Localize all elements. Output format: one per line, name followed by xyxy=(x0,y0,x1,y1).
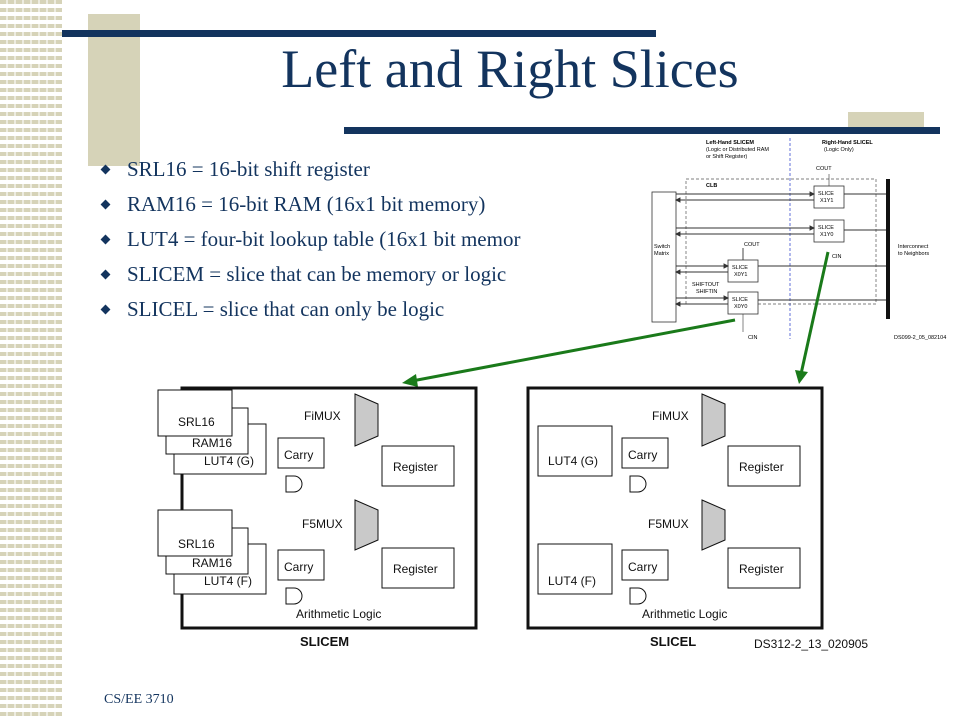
slice-x1y0-label: SLICE xyxy=(818,225,834,231)
carry-label-bottom-slicel: Carry xyxy=(628,560,657,574)
arith-label-slicem: Arithmetic Logic xyxy=(296,607,381,621)
srl16-g-label: SRL16 xyxy=(178,415,215,429)
carry-label-top-slicem: Carry xyxy=(284,448,313,462)
clb-figure-bg xyxy=(646,134,960,344)
register-box-top-slicem xyxy=(381,445,455,487)
srl16-f-box xyxy=(157,509,233,557)
slicem-label: SLICEM xyxy=(300,634,349,649)
lut4-g-box-slicel xyxy=(537,425,613,477)
register-box-top-slicel xyxy=(727,445,801,487)
carry-label-bottom-slicem: Carry xyxy=(284,560,313,574)
clb-label: CLB xyxy=(706,183,717,189)
neighbors-label: to Neighbors xyxy=(898,251,929,257)
slice-x0y0-coord: X0Y0 xyxy=(734,304,747,310)
bullet-text: SLICEM = slice that can be memory or log… xyxy=(127,262,507,286)
arrow-to-slicem xyxy=(411,318,736,383)
ram16-f-label: RAM16 xyxy=(192,556,232,570)
bullet-text: RAM16 = 16-bit RAM (16x1 bit memory) xyxy=(127,192,486,216)
left-hand-sub1: (Logic or Distributed RAM xyxy=(706,147,769,153)
fimux-shape-slicem xyxy=(354,393,379,447)
shiftout-label: SHIFTOUT xyxy=(692,282,720,288)
arrowhead-slicem xyxy=(402,374,418,387)
top-accent-bar xyxy=(62,30,656,37)
lut4-g-label-slicel: LUT4 (G) xyxy=(548,454,598,468)
bullet-list: SRL16 = 16-bit shift register RAM16 = 16… xyxy=(100,152,520,327)
srl16-g-box xyxy=(157,389,233,437)
fimux-shape-slicel xyxy=(701,393,726,447)
decorative-stripes xyxy=(0,0,62,720)
tan-block-top xyxy=(88,14,140,166)
right-hand-heading: Right-Hand SLICEL xyxy=(822,140,873,146)
f5mux-label-slicem: F5MUX xyxy=(302,517,343,531)
register-label-bottom-slicel: Register xyxy=(739,562,784,576)
slice-x1y1-coord: X1Y1 xyxy=(820,198,833,204)
slice-x0y1-label: SLICE xyxy=(732,265,748,271)
lut4-g-label-slicem: LUT4 (G) xyxy=(204,454,254,468)
slice-x0y1-coord: X0Y1 xyxy=(734,272,747,278)
lut4-f-box-slicel xyxy=(537,543,613,595)
carry-box-bottom-slicel xyxy=(621,549,669,581)
carry-box-bottom-slicem xyxy=(277,549,325,581)
slice-figure-code: DS312-2_13_020905 xyxy=(754,637,868,651)
bullet-item: RAM16 = 16-bit RAM (16x1 bit memory) xyxy=(100,187,520,222)
clb-dashed-box xyxy=(685,178,877,305)
carry-gate-top-slicem xyxy=(285,475,303,493)
cout-mid-label: COUT xyxy=(744,242,760,248)
page-title: Left and Right Slices xyxy=(281,39,739,99)
bullet-item: LUT4 = four-bit lookup table (16x1 bit m… xyxy=(100,222,520,257)
ram16-g-label: RAM16 xyxy=(192,436,232,450)
clb-wire-group xyxy=(674,191,886,307)
left-hand-sub2: or Shift Register) xyxy=(706,154,747,160)
register-label-top-slicel: Register xyxy=(739,460,784,474)
srl16-f-label: SRL16 xyxy=(178,537,215,551)
slice-x1y0-coord: X1Y0 xyxy=(820,232,833,238)
carry-gate-top-slicel xyxy=(629,475,647,493)
bullet-item: SLICEL = slice that can only be logic xyxy=(100,292,520,327)
register-box-bottom-slicel xyxy=(727,547,801,589)
f5mux-shape-slicel xyxy=(701,499,726,551)
slice-x1y0-box xyxy=(813,219,845,243)
matrix-label: Matrix xyxy=(654,251,669,257)
right-hand-sub: (Logic Only) xyxy=(824,147,854,153)
slicel-label: SLICEL xyxy=(650,634,696,649)
arrowhead-slicel xyxy=(795,370,808,384)
f5mux-label-slicel: F5MUX xyxy=(648,517,689,531)
mid-accent-bar xyxy=(344,127,940,134)
register-label-bottom-slicem: Register xyxy=(393,562,438,576)
slice-x0y0-label: SLICE xyxy=(732,297,748,303)
bullet-text: LUT4 = four-bit lookup table (16x1 bit m… xyxy=(127,227,521,251)
arith-label-slicel: Arithmetic Logic xyxy=(642,607,727,621)
bullet-item: SRL16 = 16-bit shift register xyxy=(100,152,520,187)
bullet-text: SLICEL = slice that can only be logic xyxy=(127,297,445,321)
interconnect-label: Interconnect xyxy=(898,244,929,250)
carry-box-top-slicem xyxy=(277,437,325,469)
lut4-f-label-slicel: LUT4 (F) xyxy=(548,574,596,588)
bullet-text: SRL16 = 16-bit shift register xyxy=(127,157,370,181)
cin-right-label: CIN xyxy=(832,254,842,260)
shiftin-label: SHIFTIN xyxy=(696,289,717,295)
fimux-label-slicem: FiMUX xyxy=(304,409,341,423)
carry-box-top-slicel xyxy=(621,437,669,469)
switch-matrix-box xyxy=(651,191,677,323)
slice-x1y1-label: SLICE xyxy=(818,191,834,197)
cout-top-label: COUT xyxy=(816,166,832,172)
switch-label: Switch xyxy=(654,244,670,250)
fimux-label-slicel: FiMUX xyxy=(652,409,689,423)
register-label-top-slicem: Register xyxy=(393,460,438,474)
slice-diagram: SRL16 RAM16 LUT4 (G) FiMUX Carry Registe… xyxy=(157,386,868,651)
cin-bottom-label: CIN xyxy=(748,335,758,341)
clb-figure-code: DS099-2_05_082104 xyxy=(894,335,946,341)
lut4-f-label-slicem: LUT4 (F) xyxy=(204,574,252,588)
clb-diagram: Left-Hand SLICEM (Logic or Distributed R… xyxy=(646,134,960,344)
carry-gate-bottom-slicem xyxy=(285,587,303,605)
carry-label-top-slicel: Carry xyxy=(628,448,657,462)
bullet-item: SLICEM = slice that can be memory or log… xyxy=(100,257,520,292)
arrow-to-slicel xyxy=(799,251,830,375)
register-box-bottom-slicem xyxy=(381,547,455,589)
f5mux-shape-slicem xyxy=(354,499,379,551)
left-hand-heading: Left-Hand SLICEM xyxy=(706,140,754,146)
footer-course-label: CS/EE 3710 xyxy=(104,692,174,707)
carry-gate-bottom-slicel xyxy=(629,587,647,605)
